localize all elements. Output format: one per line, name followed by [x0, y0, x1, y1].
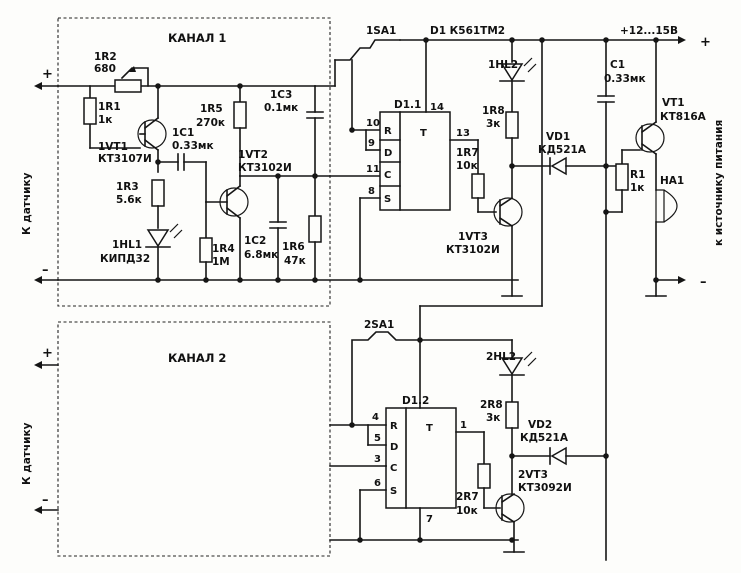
- hl2-2-label: 2HL2: [486, 351, 516, 363]
- channel2-plus-label: +: [42, 346, 53, 361]
- supply-side-label: к источнику питания: [713, 120, 725, 246]
- ch1-c3-value: 0.1мк: [264, 102, 298, 114]
- vd2-value: КД521А: [520, 432, 569, 444]
- channel2-minus-label: –: [42, 493, 49, 508]
- ff1-box: [379, 111, 451, 211]
- ff2-pin4: 4: [372, 412, 379, 423]
- ch1-r5-value: 270к: [196, 117, 225, 129]
- ff2-name: D1.2: [402, 395, 429, 407]
- ch1-vt2-ref: 1VT2: [238, 149, 268, 161]
- ff1-pin10: 10: [366, 118, 380, 129]
- ff2-box: [385, 407, 457, 509]
- channel1-plus-label: +: [42, 67, 53, 82]
- vt3-1-value: КТ3102И: [446, 244, 500, 256]
- ff1-pin8: 8: [368, 186, 375, 197]
- channel1-sensor-label: К датчику: [21, 172, 33, 235]
- r8-1-value: 3к: [486, 118, 500, 130]
- r1-value: 1к: [630, 182, 644, 194]
- r8-2-ref: 2R8: [480, 399, 503, 411]
- ch1-c1-value: 0.33мк: [172, 140, 214, 152]
- ch1-r5-ref: 1R5: [200, 103, 223, 115]
- ch1-r1-value: 1к: [98, 114, 112, 126]
- channel2-sensor-label: К датчику: [21, 422, 33, 485]
- chip-label: D1 К561ТМ2: [430, 25, 505, 37]
- ch1-hl1-value: КИПД32: [100, 253, 150, 265]
- ch1-r4-value: 1М: [212, 256, 230, 268]
- vt3-2-value: КТ3092И: [518, 482, 572, 494]
- channel2-sensor-port: + – К датчику: [21, 346, 59, 514]
- ff1-t: T: [420, 128, 427, 139]
- ff2-t: T: [426, 423, 433, 434]
- ff1-pin9: 9: [368, 138, 375, 149]
- ch1-r2-value: 680: [94, 63, 116, 75]
- vt1-value: КТ816А: [660, 111, 707, 123]
- ff2-pin1: 1: [460, 420, 467, 431]
- hl2-1-label: 1HL2: [488, 59, 518, 71]
- ch1-vt2-value: КТ3102И: [238, 162, 292, 174]
- r8-1-ref: 1R8: [482, 105, 505, 117]
- vd1-value: КД521А: [538, 144, 587, 156]
- c1-value: 0.33мк: [604, 73, 646, 85]
- r8-2-value: 3к: [486, 412, 500, 424]
- ch1-c2-value: 6.8мк: [244, 249, 278, 261]
- ff2-pin5: 5: [374, 433, 381, 444]
- ch1-vt1-value: КТ3107И: [98, 153, 152, 165]
- ch1-c2-ref: 1C2: [244, 235, 266, 247]
- ch1-c1-ref: 1C1: [172, 127, 194, 139]
- ch1-r3-ref: 1R3: [116, 181, 139, 193]
- channel1-frame: [57, 17, 331, 307]
- junctions: [155, 37, 659, 543]
- ch1-r4-ref: 1R4: [212, 243, 235, 255]
- ff2-pin6: 6: [374, 478, 381, 489]
- ch1-vt1-ref: 1VT1: [98, 141, 128, 153]
- ff2-pin7: 7: [426, 514, 433, 525]
- ch1-r6-value: 47к: [284, 255, 306, 267]
- ch1-r2-ref: 1R2: [94, 51, 117, 63]
- ff1-pin13: 13: [456, 128, 470, 139]
- ff1-d: D: [384, 148, 392, 159]
- r7-2-ref: 2R7: [456, 491, 479, 503]
- ff2-r: R: [390, 421, 398, 432]
- vd1-ref: VD1: [546, 131, 570, 143]
- ff2-s: S: [390, 486, 397, 497]
- switch1-label: 1SA1: [366, 25, 396, 37]
- ch1-r1-ref: 1R1: [98, 101, 121, 113]
- ff2-c: C: [390, 463, 397, 474]
- vt3-2-ref: 2VT3: [518, 469, 548, 481]
- ch1-c3-ref: 1C3: [270, 89, 292, 101]
- ff1-s: S: [384, 194, 391, 205]
- ff1-r: R: [384, 126, 392, 137]
- r1-ref: R1: [630, 169, 645, 181]
- r7-2-value: 10к: [456, 505, 478, 517]
- channel2-title: КАНАЛ 2: [168, 351, 226, 365]
- supply-minus: –: [700, 275, 707, 290]
- channel1-title: КАНАЛ 1: [168, 31, 226, 45]
- vt1-ref: VT1: [662, 97, 685, 109]
- ch1-hl1-ref: 1HL1: [112, 239, 142, 251]
- c1-ref: C1: [610, 59, 625, 71]
- r7-1-value: 10к: [456, 160, 478, 172]
- r7-1-ref: 1R7: [456, 147, 479, 159]
- switch2-label: 2SA1: [364, 319, 394, 331]
- ch1-r3-value: 5.6к: [116, 194, 142, 206]
- vd2-ref: VD2: [528, 419, 552, 431]
- ff2-pin3: 3: [374, 454, 381, 465]
- ff1-pin14: 14: [430, 102, 444, 113]
- channel1-sensor-port: + – К датчику: [21, 67, 59, 284]
- supply-voltage: +12...15В: [620, 25, 678, 37]
- channel1-minus-label: –: [42, 263, 49, 278]
- ff2-d: D: [390, 442, 398, 453]
- ch1-r6-ref: 1R6: [282, 241, 305, 253]
- ff1-name: D1.1: [394, 99, 421, 111]
- common-wiring: [329, 36, 686, 561]
- ha1-label: HA1: [660, 175, 684, 187]
- vt3-1-ref: 1VT3: [458, 231, 488, 243]
- ff1-c: C: [384, 170, 391, 181]
- channel1-wiring: [57, 59, 519, 281]
- ff1-pin11: 11: [366, 164, 380, 175]
- supply-plus: +: [700, 35, 711, 50]
